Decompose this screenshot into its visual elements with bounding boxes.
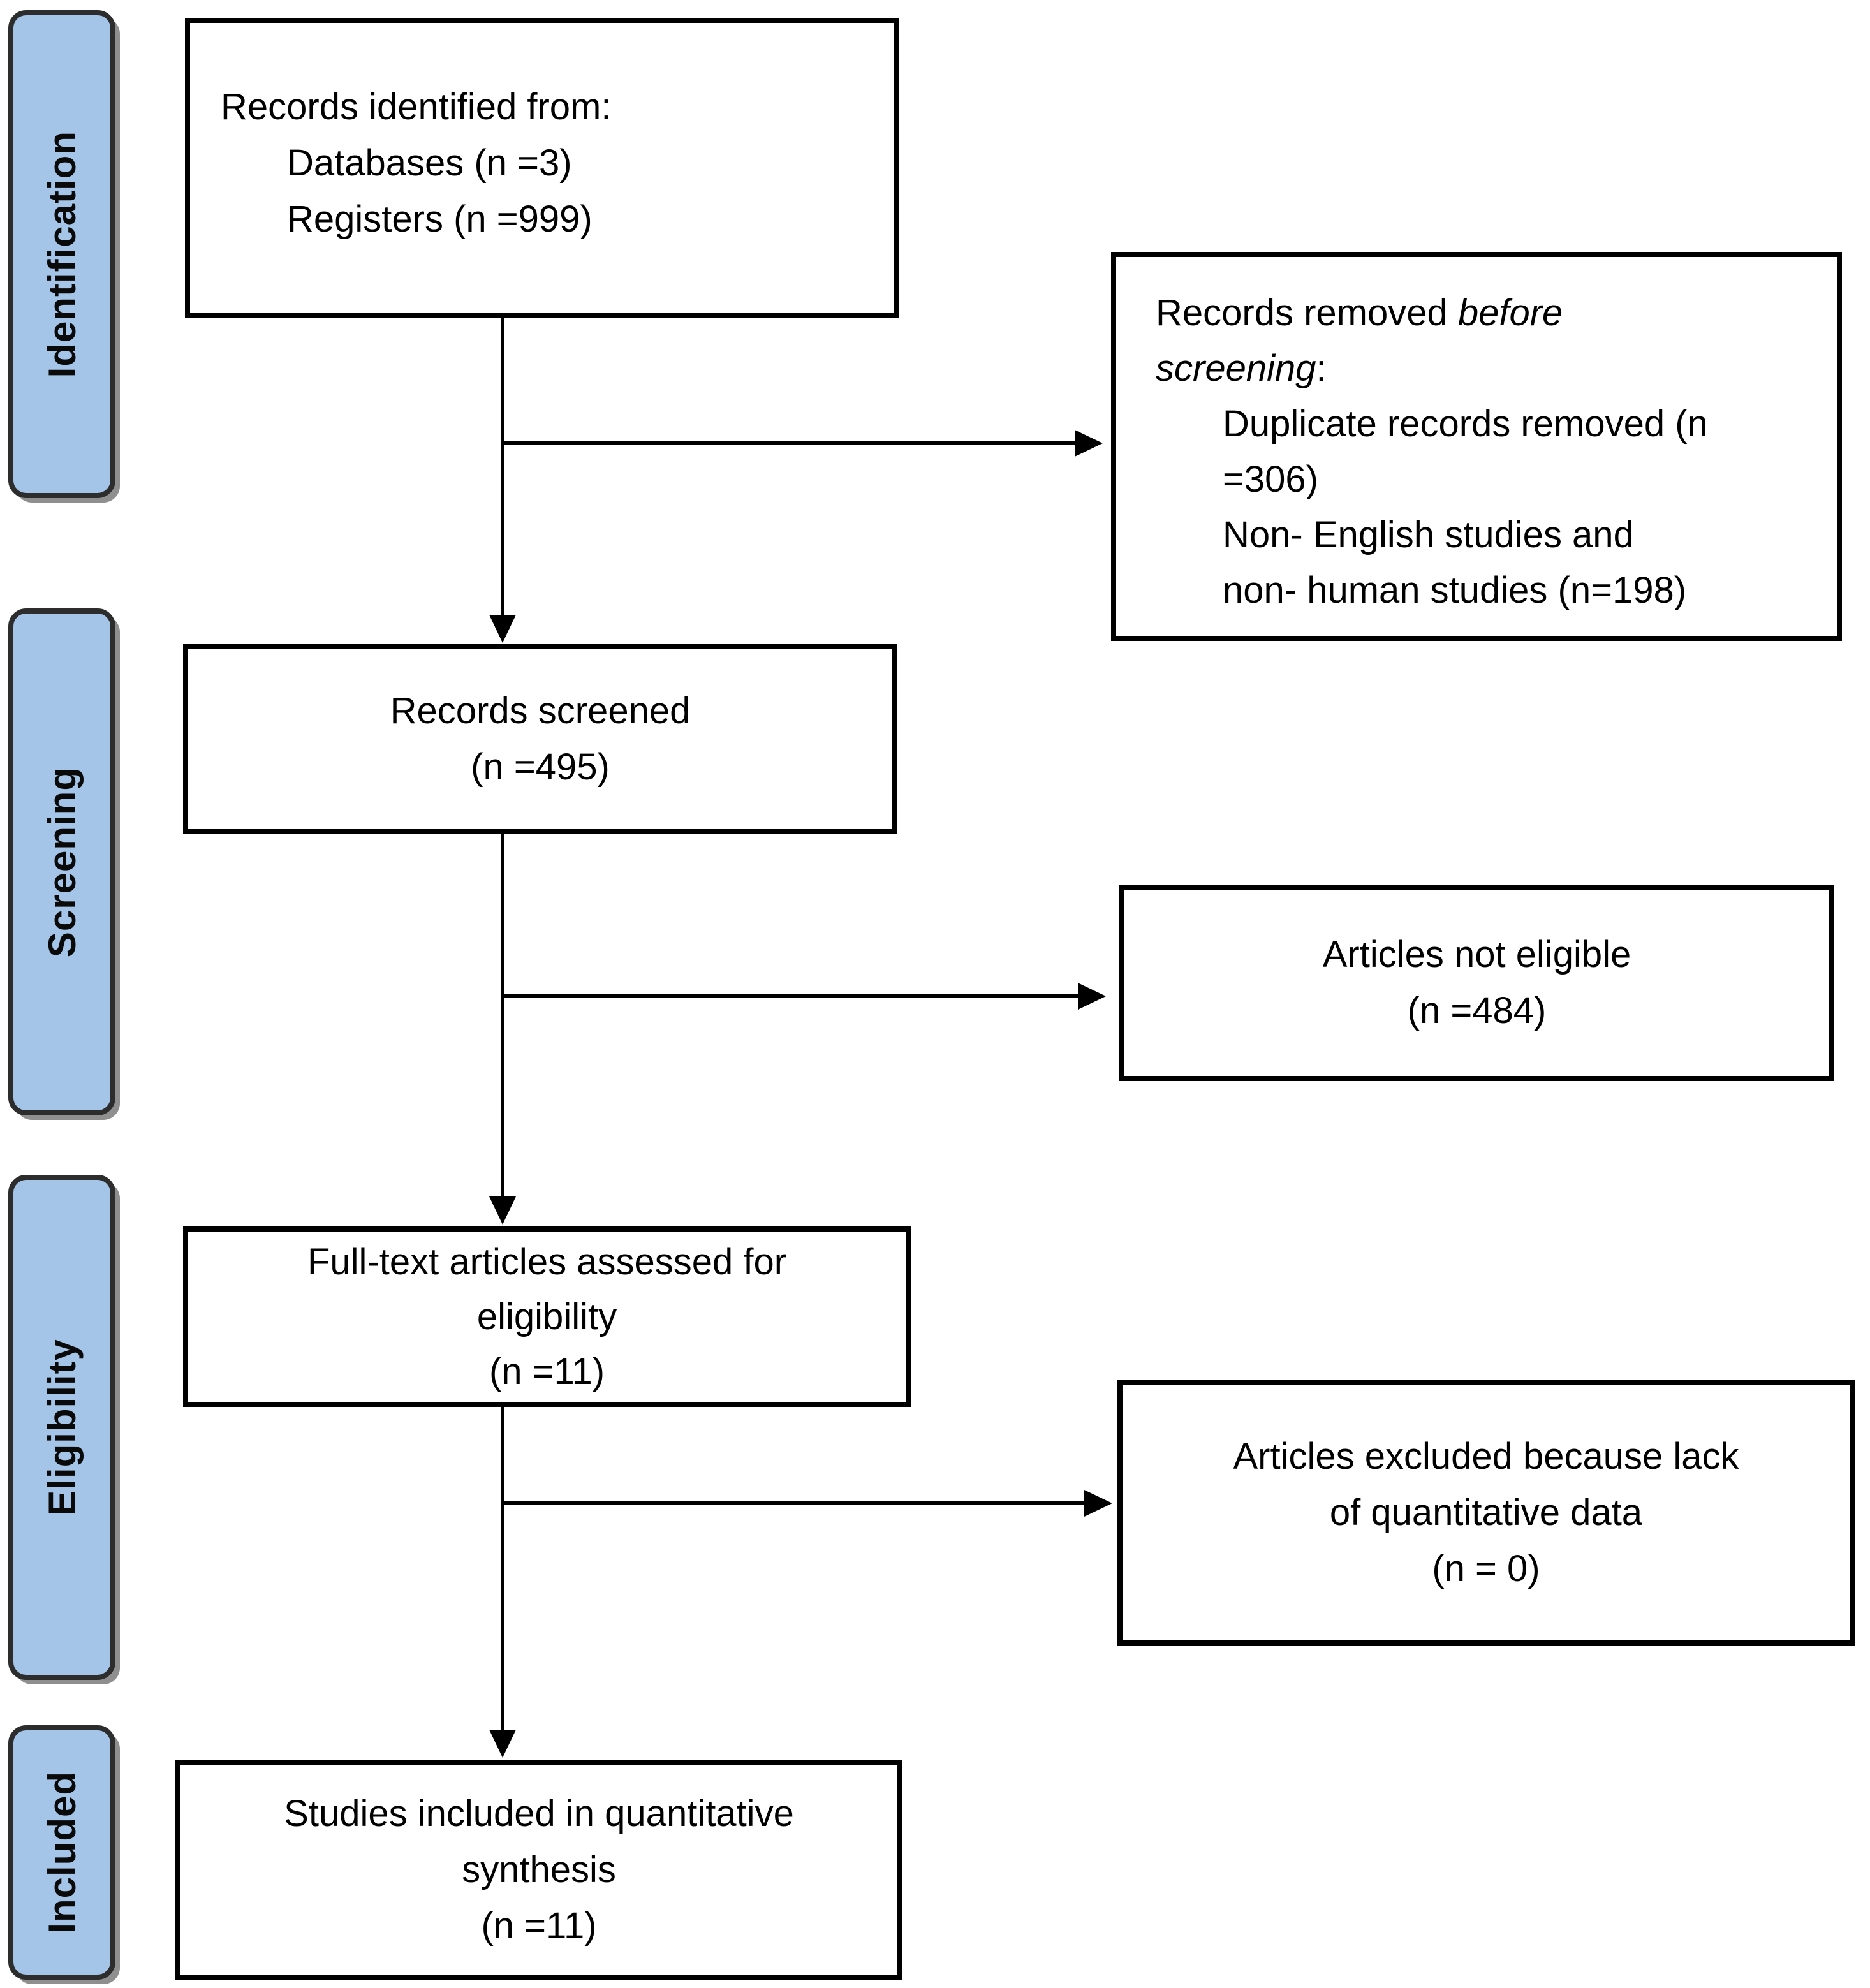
connector-to-not-eligible xyxy=(503,994,1078,998)
box-records-screened: Records screened (n =495) xyxy=(183,644,897,834)
articles-not-eligible-line1: Articles not eligible xyxy=(1322,934,1631,975)
stage-eligibility: Eligibility xyxy=(8,1175,115,1680)
stage-included-label: Included xyxy=(40,1771,84,1934)
stage-identification: Identification xyxy=(8,10,115,498)
arrow-right-to-excluded-icon xyxy=(1084,1490,1112,1517)
records-removed-title-italic-screening: screening xyxy=(1156,348,1316,389)
records-screened-line1: Records screened xyxy=(390,690,691,732)
records-identified-databases: Databases (n =3) xyxy=(287,142,572,184)
articles-excluded-line1: Articles excluded because lack xyxy=(1233,1435,1739,1477)
arrow-right-to-not-eligible-icon xyxy=(1078,983,1106,1010)
non-english-line1: Non- English studies and xyxy=(1223,514,1634,556)
box-records-identified: Records identified from: Databases (n =3… xyxy=(185,18,899,318)
records-removed-title-italic-before: before xyxy=(1457,292,1563,334)
records-identified-title: Records identified from: xyxy=(221,86,612,128)
studies-included-line1: Studies included in quantitative xyxy=(284,1793,794,1834)
connector-to-excluded xyxy=(503,1501,1084,1505)
connector-fulltext-to-included xyxy=(501,1407,504,1730)
arrow-down-to-screened-icon xyxy=(489,615,516,643)
arrow-down-to-fulltext-icon xyxy=(489,1196,516,1225)
studies-included-count: (n =11) xyxy=(481,1905,597,1947)
duplicate-records-line1: Duplicate records removed (n xyxy=(1223,403,1708,445)
box-articles-excluded: Articles excluded because lack of quanti… xyxy=(1117,1380,1855,1646)
box-records-removed: Records removed before screening: Duplic… xyxy=(1111,252,1842,641)
studies-included-line2: synthesis xyxy=(462,1849,616,1890)
non-english-line2: non- human studies (n=198) xyxy=(1223,570,1687,611)
records-removed-title-line1: Records removed before xyxy=(1156,285,1818,341)
articles-excluded-line2: of quantitative data xyxy=(1329,1491,1643,1533)
fulltext-line2: eligibility xyxy=(476,1295,617,1337)
stage-identification-label: Identification xyxy=(40,130,84,378)
articles-excluded-count: (n = 0) xyxy=(1432,1547,1540,1589)
records-identified-registers: Registers (n =999) xyxy=(287,198,593,240)
records-removed-title-line2: screening: xyxy=(1156,341,1818,396)
connector-identified-to-screened xyxy=(501,318,504,615)
records-removed-title-colon: : xyxy=(1316,348,1327,389)
stage-screening-label: Screening xyxy=(40,766,84,958)
box-studies-included: Studies included in quantitative synthes… xyxy=(175,1760,902,1980)
arrow-down-to-included-icon xyxy=(489,1730,516,1758)
duplicate-records-line2: =306) xyxy=(1223,459,1318,500)
records-screened-count: (n =495) xyxy=(471,746,610,788)
stage-eligibility-label: Eligibility xyxy=(40,1339,84,1516)
stage-screening: Screening xyxy=(8,608,115,1115)
arrow-right-to-removed-icon xyxy=(1075,430,1103,457)
fulltext-count: (n =11) xyxy=(489,1350,605,1392)
connector-to-records-removed xyxy=(503,441,1075,445)
connector-screened-to-fulltext xyxy=(501,834,504,1196)
box-fulltext-assessed: Full-text articles assessed for eligibil… xyxy=(183,1226,911,1407)
fulltext-line1: Full-text articles assessed for xyxy=(307,1241,787,1283)
stage-included: Included xyxy=(8,1725,115,1980)
box-articles-not-eligible: Articles not eligible (n =484) xyxy=(1119,885,1834,1081)
articles-not-eligible-count: (n =484) xyxy=(1407,990,1547,1031)
records-removed-title-regular: Records removed xyxy=(1156,292,1458,334)
